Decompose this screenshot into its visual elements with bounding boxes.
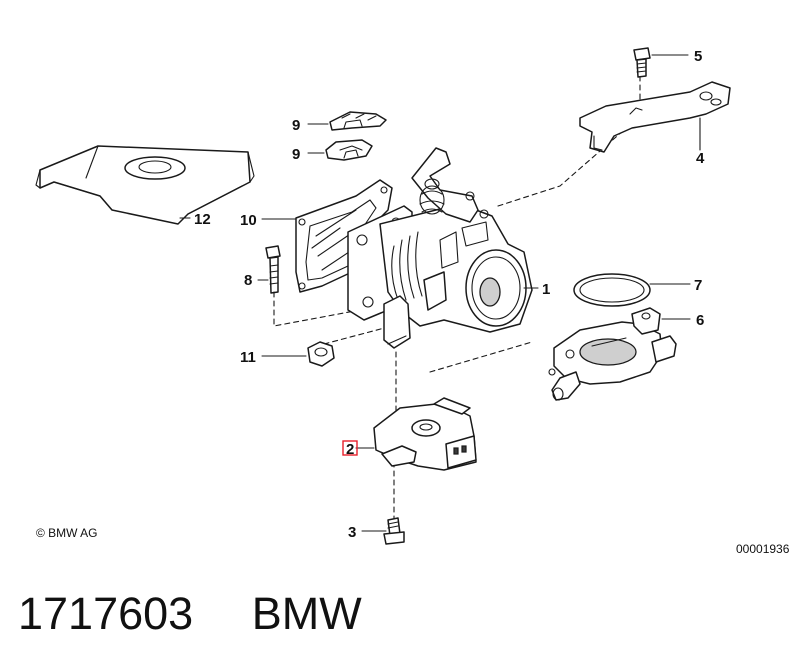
drawing-code: 00001936 [736, 542, 790, 556]
callout-1: 1 [542, 281, 550, 298]
part-5-bolt[interactable] [633, 47, 651, 78]
part-7-o-ring[interactable] [573, 273, 651, 307]
callout-4: 4 [696, 150, 705, 167]
callout-7: 7 [694, 277, 702, 294]
part-caption: 1717603 BMW [18, 584, 362, 644]
part-number: 1717603 [18, 588, 194, 639]
part-12-cover-plate[interactable] [35, 145, 255, 225]
part-2-throttle-position-sensor[interactable] [373, 397, 477, 471]
callout-12: 12 [194, 211, 211, 228]
callout-6: 6 [696, 312, 704, 329]
part-8-bolt[interactable] [265, 245, 281, 294]
callout-10: 10 [240, 212, 257, 229]
part-1-throttle-body[interactable] [347, 147, 533, 349]
brand-name: BMW [251, 588, 362, 639]
part-9-clip-upper[interactable] [329, 111, 387, 131]
callout-3: 3 [348, 524, 356, 541]
callout-11: 11 [240, 349, 256, 366]
callout-8: 8 [244, 272, 252, 289]
callout-9-lower: 9 [292, 146, 300, 163]
part-3-screw[interactable] [383, 517, 405, 545]
callout-9-upper: 9 [292, 117, 300, 134]
part-6-housing[interactable] [548, 307, 677, 401]
part-4-bracket[interactable] [579, 81, 731, 153]
callout-5: 5 [694, 48, 702, 65]
callout-2[interactable]: 2 [346, 441, 354, 458]
part-9-clip-lower[interactable] [325, 139, 373, 161]
copyright-label: © BMW AG [36, 526, 98, 540]
part-11-nut[interactable] [307, 341, 335, 367]
selected-callout-highlight [342, 440, 358, 456]
